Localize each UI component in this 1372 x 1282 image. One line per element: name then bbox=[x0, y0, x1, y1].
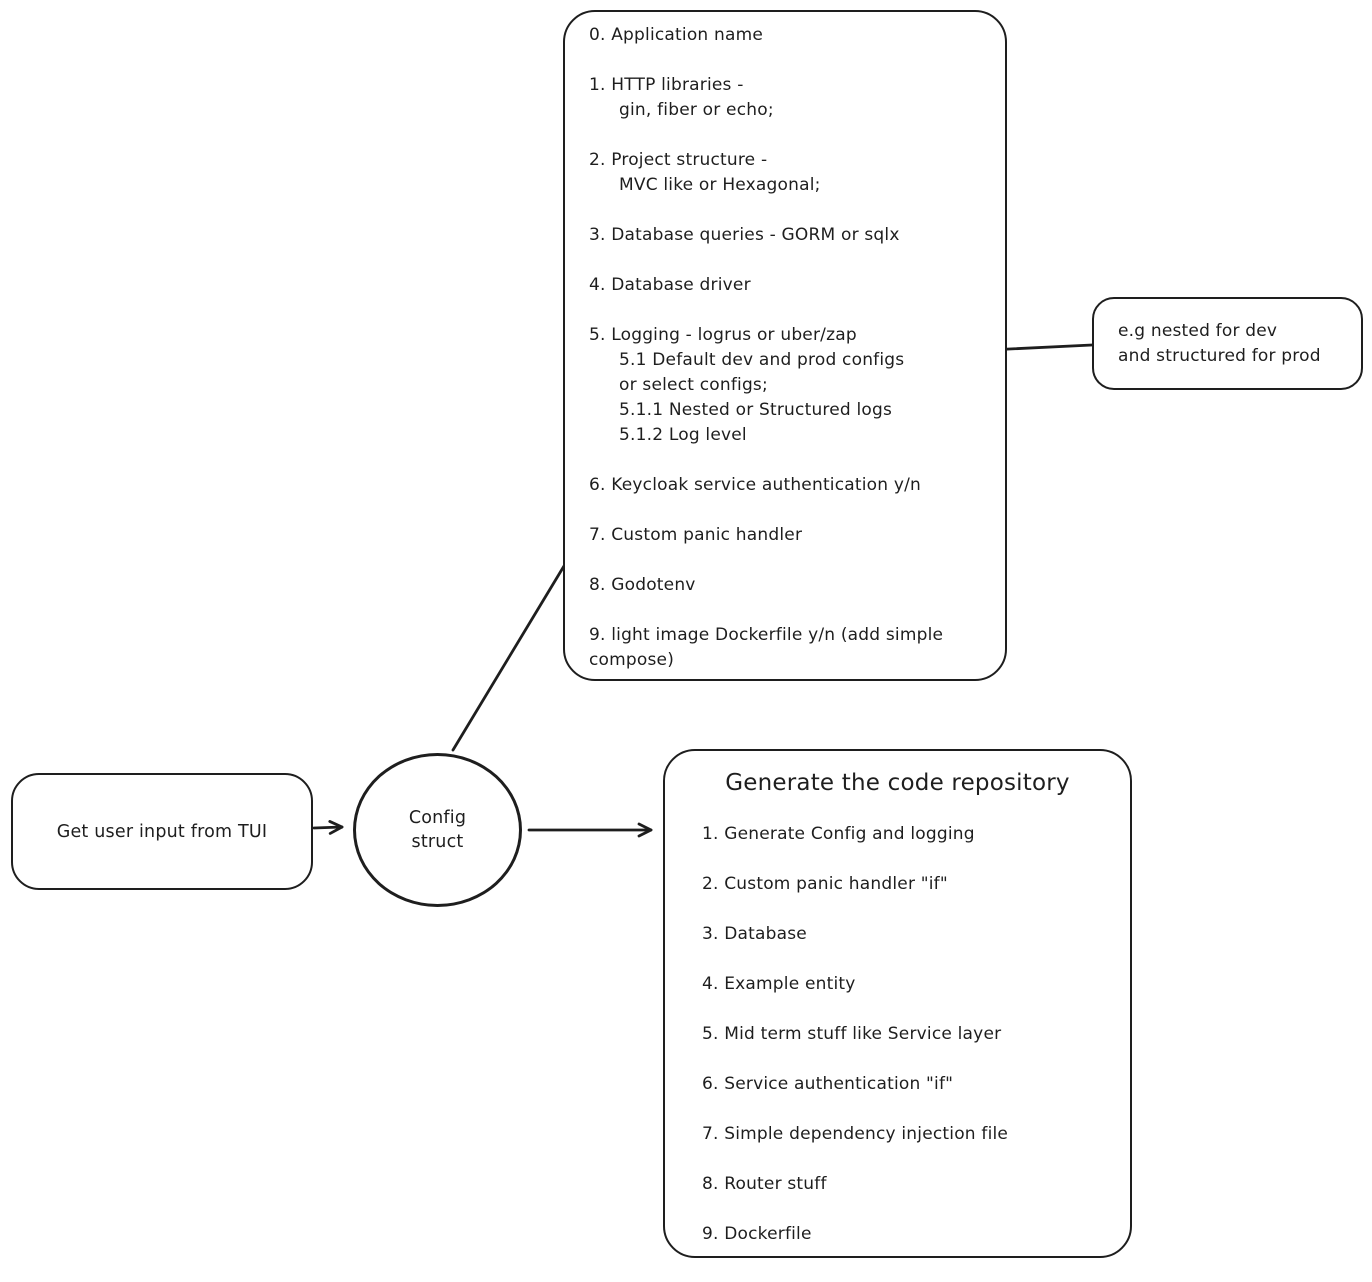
config-options-box[interactable]: 0. Application name 1. HTTP libraries - … bbox=[563, 10, 1007, 681]
generate-step: 1. Generate Config and logging bbox=[702, 824, 975, 844]
config-option-line: 5. Logging - logrus or uber/zap bbox=[589, 325, 857, 345]
config-struct-label-line: struct bbox=[411, 832, 464, 852]
config-struct-node[interactable]: Config struct bbox=[353, 753, 522, 907]
config-option-line: 7. Custom panic handler bbox=[589, 525, 803, 545]
config-option-line: 5.1 Default dev and prod configs bbox=[619, 350, 905, 370]
generate-step: 4. Example entity bbox=[702, 974, 856, 994]
note-line: e.g nested for dev bbox=[1118, 320, 1278, 341]
config-option-line: 6. Keycloak service authentication y/n bbox=[589, 475, 922, 495]
config-option-line: 4. Database driver bbox=[589, 275, 751, 295]
config-option-line: or select configs; bbox=[619, 375, 768, 395]
arrow-input-to-config-struct[interactable] bbox=[312, 820, 344, 835]
connector-config-struct-to-options[interactable] bbox=[451, 564, 566, 752]
generate-step: 5. Mid term stuff like Service layer bbox=[702, 1024, 1002, 1044]
config-option-line: 5.1.2 Log level bbox=[619, 425, 747, 445]
config-option-line: 0. Application name bbox=[589, 25, 764, 45]
config-option-line: 9. light image Dockerfile y/n (add simpl… bbox=[589, 625, 944, 670]
generate-box[interactable]: Generate the code repository 1. Generate… bbox=[663, 749, 1132, 1258]
config-option-line: 3. Database queries - GORM or sqlx bbox=[589, 225, 900, 245]
generate-step: 8. Router stuff bbox=[702, 1174, 827, 1194]
note-line: and structured for prod bbox=[1118, 345, 1321, 366]
generate-box-title: Generate the code repository bbox=[725, 770, 1070, 796]
config-option-line: MVC like or Hexagonal; bbox=[619, 175, 821, 195]
generate-step: 7. Simple dependency injection file bbox=[702, 1124, 1009, 1144]
generate-step: 9. Dockerfile bbox=[702, 1224, 812, 1244]
config-struct-label-line: Config bbox=[408, 808, 467, 828]
config-option-line: 5.1.1 Nested or Structured logs bbox=[619, 400, 893, 420]
config-option-line: gin, fiber or echo; bbox=[619, 100, 774, 120]
generate-step: 6. Service authentication "if" bbox=[702, 1074, 954, 1094]
generate-step: 3. Database bbox=[702, 924, 807, 944]
config-option-line: 2. Project structure - bbox=[589, 150, 768, 170]
input-box[interactable]: Get user input from TUI bbox=[11, 773, 313, 890]
config-option-line: 8. Godotenv bbox=[589, 575, 696, 595]
input-box-label: Get user input from TUI bbox=[56, 821, 268, 842]
config-option-line: 1. HTTP libraries - bbox=[589, 75, 744, 95]
note-box[interactable]: e.g nested for dev and structured for pr… bbox=[1092, 297, 1363, 390]
generate-step: 2. Custom panic handler "if" bbox=[702, 874, 948, 894]
